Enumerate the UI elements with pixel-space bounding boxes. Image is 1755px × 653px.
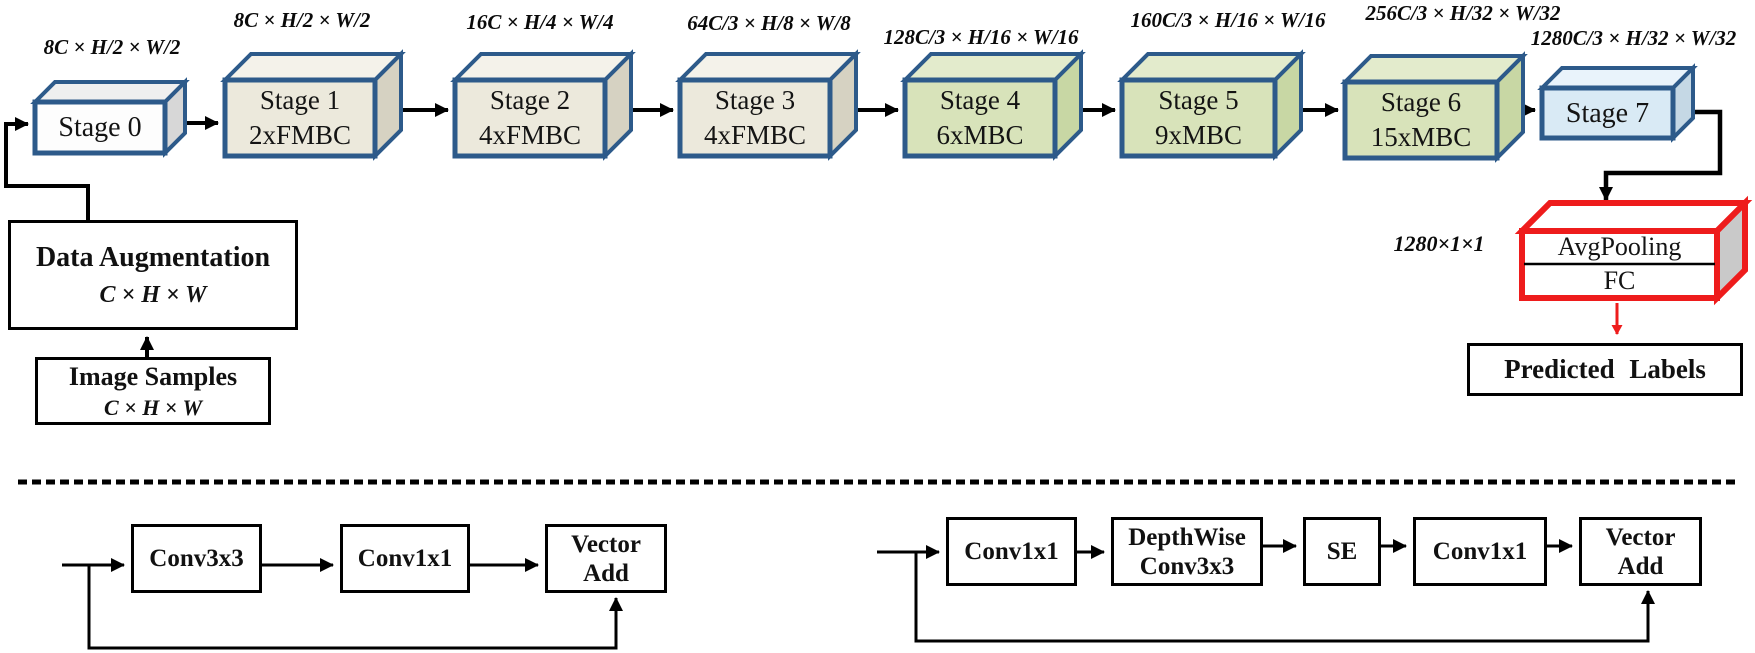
stage-5-label: Stage 5 9xMBC: [1122, 80, 1275, 156]
head-box3d: [1514, 195, 1753, 306]
fmbc-conv3x3-text: Conv3x3: [149, 545, 244, 572]
stage-2-blocks: 4xFMBC: [478, 120, 582, 150]
stage-0-dim-label: 8C × H/2 × W/2: [43, 35, 181, 59]
mbc-depthwise-box: DepthWise Conv3x3: [1111, 517, 1263, 586]
head-dim-label: 1280×1×1: [1393, 231, 1485, 256]
mbc-skip-connection: [914, 552, 1655, 643]
mbc-se-text: SE: [1326, 538, 1358, 565]
fc-text: FC: [1603, 265, 1636, 295]
data-augmentation-title: Data Augmentation: [35, 242, 271, 273]
predicted-labels-text: Predicted Labels: [1504, 354, 1706, 384]
image-samples-box: Image Samples C × H × W: [35, 357, 271, 425]
stage-2-name: Stage 2: [489, 85, 571, 115]
stage-6-name: Stage 6: [1380, 87, 1462, 117]
fmbc-conv1x1-text: Conv1x1: [357, 545, 453, 572]
predicted-labels-box: Predicted Labels: [1467, 343, 1743, 396]
mbc-depthwise-line2: Conv3x3: [1139, 552, 1235, 580]
data-augmentation-box: Data Augmentation C × H × W: [8, 220, 298, 330]
stage-5-blocks: 9xMBC: [1154, 120, 1243, 150]
stage-3-box3d: [675, 49, 861, 161]
stage-3-dim-label: 64C/3 × H/8 × W/8: [687, 11, 851, 35]
mbc-vector-add-line1: Vector: [1605, 523, 1676, 551]
stage-0-label: Stage 0: [35, 102, 165, 153]
stage-1-label: Stage 1 2xFMBC: [225, 80, 375, 156]
stage-1-blocks: 2xFMBC: [248, 120, 352, 150]
stage-5-dim-label: 160C/3 × H/16 × W/16: [1130, 8, 1326, 32]
mbc-vector-add-line2: Add: [1617, 552, 1664, 580]
stage-0-box3d: [30, 77, 190, 158]
stage7-to-head-arrow: [1599, 109, 1723, 201]
stage-2-box3d: [450, 49, 636, 161]
stage-4-box3d: [900, 49, 1086, 161]
stage-6-label: Stage 6 15xMBC: [1345, 82, 1497, 158]
stage-1-dim-label: 8C × H/2 × W/2: [233, 8, 371, 32]
stage-3-name: Stage 3: [714, 85, 796, 115]
stage-1-name: Stage 1: [259, 85, 341, 115]
stage-2-label: Stage 2 4xFMBC: [455, 80, 605, 156]
stage-4-blocks: 6xMBC: [936, 120, 1024, 150]
stage-6-box3d: [1340, 51, 1528, 163]
augmentation-to-stage0-arrow: [4, 117, 90, 220]
stage-5-name: Stage 5: [1158, 85, 1239, 115]
stage-6-blocks: 15xMBC: [1370, 122, 1472, 152]
fmbc-conv1x1-box: Conv1x1: [340, 524, 470, 593]
image-samples-title: Image Samples: [68, 362, 238, 391]
fc-label: FC: [1524, 265, 1715, 296]
stage-4-dim-label: 128C/3 × H/16 × W/16: [883, 25, 1079, 49]
mbc-conv1x1-b-box: Conv1x1: [1413, 517, 1547, 586]
fmbc-vector-add-line1: Vector: [571, 530, 641, 558]
mbc-conv1x1-a-text: Conv1x1: [964, 538, 1059, 565]
avgpooling-label: AvgPooling: [1524, 232, 1715, 262]
mbc-vector-add-box: Vector Add: [1579, 517, 1702, 586]
stage-7-label: Stage 7: [1542, 88, 1673, 138]
fmbc-vector-add-line2: Add: [583, 559, 629, 587]
mbc-conv1x1-b-text: Conv1x1: [1432, 538, 1528, 565]
stage-2-dim-label: 16C × H/4 × W/4: [466, 10, 614, 34]
mbc-conv1x1-a-box: Conv1x1: [946, 517, 1077, 586]
data-augmentation-dim: C × H × W: [99, 282, 207, 308]
fmbc-vector-add-box: Vector Add: [545, 524, 667, 593]
stage-1-box3d: [220, 49, 406, 161]
stage-5-box3d: [1117, 49, 1306, 161]
stage-7-box3d: [1537, 63, 1698, 143]
stage-7-dim-label: 1280C/3 × H/32 × W/32: [1530, 26, 1737, 50]
stage-3-label: Stage 3 4xFMBC: [680, 80, 830, 156]
stage-4-name: Stage 4: [939, 85, 1021, 115]
fmbc-skip-connection: [87, 565, 623, 650]
fmbc-conv3x3-box: Conv3x3: [131, 524, 262, 593]
stage-3-blocks: 4xFMBC: [703, 120, 807, 150]
stage-7-name: Stage 7: [1565, 97, 1650, 129]
avgpooling-text: AvgPooling: [1557, 232, 1682, 261]
stage-6-dim-label: 256C/3 × H/32 × W/32: [1365, 1, 1561, 25]
image-samples-dim: C × H × W: [103, 395, 203, 420]
mbc-depthwise-line1: DepthWise: [1128, 523, 1246, 551]
stage-0-name: Stage 0: [58, 112, 142, 143]
stage-4-label: Stage 4 6xMBC: [905, 80, 1055, 156]
mbc-se-box: SE: [1303, 517, 1381, 586]
